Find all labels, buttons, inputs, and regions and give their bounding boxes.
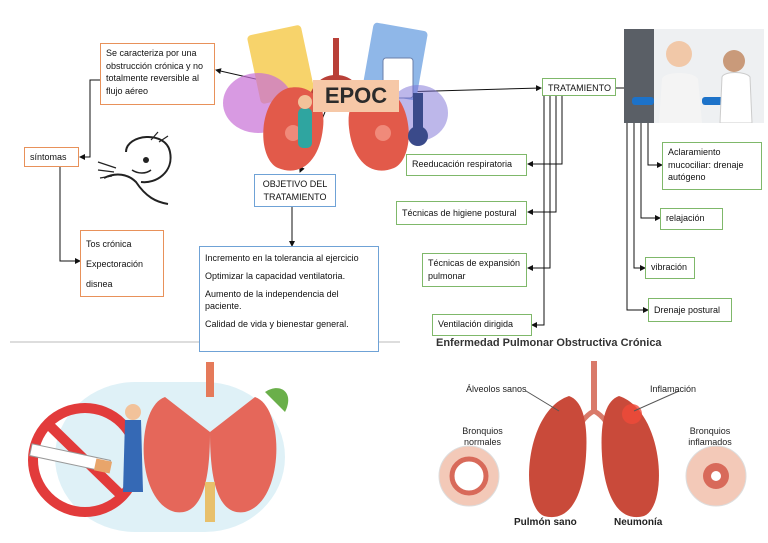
objective-item: Optimizar la capacidad ventilatoria. xyxy=(205,271,346,281)
no-smoking-illustration xyxy=(28,362,289,532)
treatment-left-item: Ventilación dirigida xyxy=(432,314,532,336)
objective-title: OBJETIVO DEL TRATAMIENTO xyxy=(262,179,328,202)
exercise-photo xyxy=(624,29,764,123)
epoc-title: EPOC xyxy=(313,80,399,112)
objective-item: Incremento en la tolerancia al ejercicio xyxy=(205,253,359,263)
treatment-right-item: relajación xyxy=(660,208,723,230)
treatment-right-label: Drenaje postural xyxy=(654,305,721,315)
treatment-left-item: Técnicas de higiene postural xyxy=(396,201,527,225)
label-bronquios-normales: Bronquios normales xyxy=(462,426,503,447)
symptoms-title: síntomas xyxy=(30,152,67,162)
symptoms-list-box: Tos crónica Expectoración disnea xyxy=(80,230,164,297)
treatment-left-item: Técnicas de expansión pulmonar xyxy=(422,253,527,287)
treatment-title-box: TRATAMIENTO xyxy=(542,78,616,96)
objective-item: Aumento de la independencia del paciente… xyxy=(205,289,339,311)
cough-illustration xyxy=(97,131,172,205)
symptom-item: disnea xyxy=(86,279,113,289)
label-pulmon-sano: Pulmón sano xyxy=(514,517,577,528)
objective-title-box: OBJETIVO DEL TRATAMIENTO xyxy=(254,174,336,207)
illustration-title: Enfermedad Pulmonar Obstructiva Crónica xyxy=(436,337,662,349)
lungs-comparison-illustration xyxy=(438,361,747,518)
symptom-item: Tos crónica xyxy=(86,239,132,249)
treatment-right-label: vibración xyxy=(651,262,688,272)
treatment-left-label: Ventilación dirigida xyxy=(438,319,514,329)
treatment-left-label: Reeducación respiratoria xyxy=(412,159,513,169)
treatment-right-label: relajación xyxy=(666,213,705,223)
label-alveolos: Álveolos sanos xyxy=(466,384,527,394)
treatment-title: TRATAMIENTO xyxy=(548,83,611,93)
objective-list-box: Incremento en la tolerancia al ejercicio… xyxy=(199,246,379,352)
definition-box: Se caracteriza por una obstrucción cróni… xyxy=(100,43,215,105)
treatment-right-label: Aclaramiento mucociliar: drenaje autógen… xyxy=(668,147,744,182)
treatment-right-item: Drenaje postural xyxy=(648,298,732,322)
symptoms-title-box: síntomas xyxy=(24,147,79,167)
treatment-right-item: vibración xyxy=(645,257,695,279)
treatment-right-item: Aclaramiento mucociliar: drenaje autógen… xyxy=(662,142,762,190)
definition-text: Se caracteriza por una obstrucción cróni… xyxy=(106,48,204,96)
label-inflamacion: Inflamación xyxy=(650,384,697,394)
treatment-left-item: Reeducación respiratoria xyxy=(406,154,527,176)
treatment-left-label: Técnicas de higiene postural xyxy=(402,208,517,218)
treatment-left-label: Técnicas de expansión pulmonar xyxy=(428,258,521,281)
symptom-item: Expectoración xyxy=(86,259,144,269)
label-bronquios-inflamados: Bronquios inflamados xyxy=(688,426,732,447)
objective-item: Calidad de vida y bienestar general. xyxy=(205,319,349,329)
label-neumonia: Neumonía xyxy=(614,517,663,528)
